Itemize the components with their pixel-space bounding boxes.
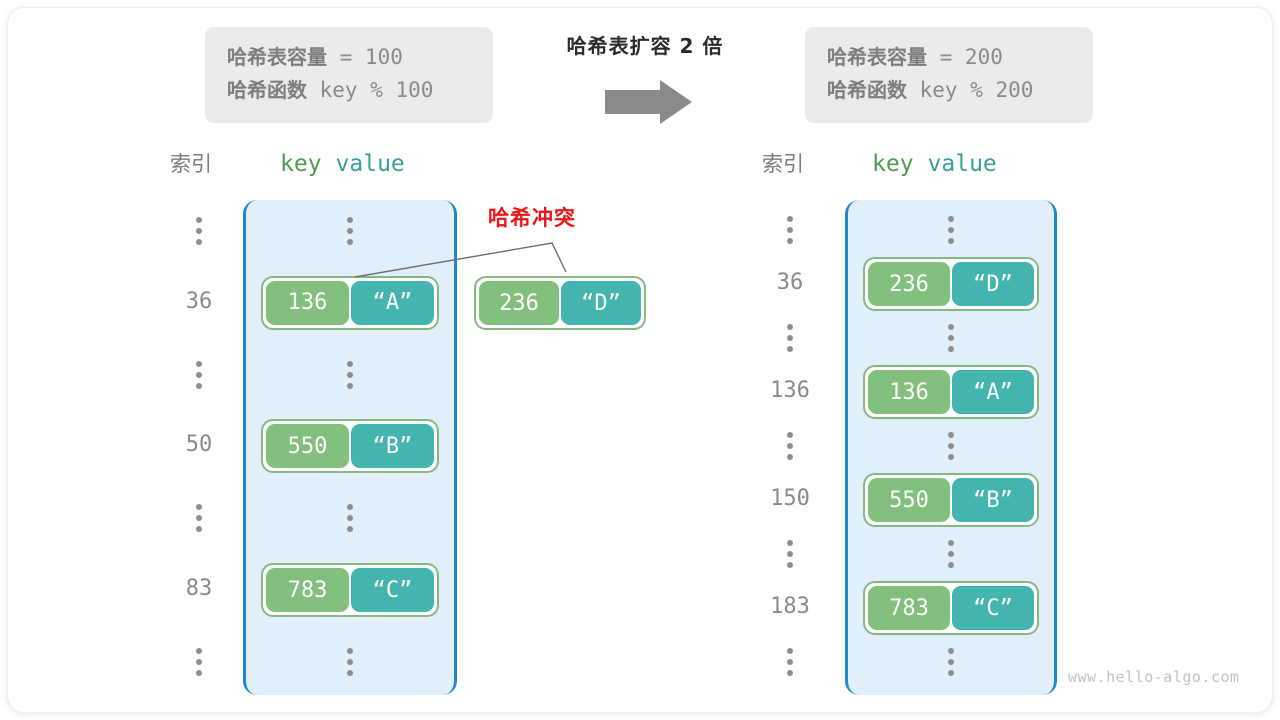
hash-entry: 783“C” xyxy=(261,563,439,617)
hash-entry: 783“C” xyxy=(863,581,1039,635)
index-label: 150 xyxy=(770,486,810,511)
right-arrow-icon xyxy=(520,78,770,126)
hash-entry-key: 783 xyxy=(868,586,950,630)
hash-entry-value: “D” xyxy=(952,262,1034,306)
hash-config-box-after: 哈希表容量 = 200 哈希函数 key % 200 xyxy=(805,27,1093,123)
hash-entry: 136“A” xyxy=(261,275,439,330)
bucket-ellipsis-icon xyxy=(347,217,353,245)
index-ellipsis-icon xyxy=(196,504,202,533)
column-header-left: 索引 key value xyxy=(170,148,405,178)
index-label: 83 xyxy=(185,576,213,601)
index-label: 136 xyxy=(770,378,810,403)
index-label: 36 xyxy=(185,288,213,314)
index-ellipsis-icon xyxy=(196,647,202,676)
hashfunc-value-after: key % 200 xyxy=(907,78,1034,102)
collision-label: 哈希冲突 xyxy=(488,206,576,230)
bucket-ellipsis-icon xyxy=(347,647,353,676)
expand-title: 哈希表扩容 2 倍 xyxy=(566,34,724,58)
hash-entry: 550“B” xyxy=(261,419,439,474)
index-label: 183 xyxy=(770,594,810,619)
bucket-ellipsis-icon xyxy=(948,540,954,568)
bucket-ellipsis-icon xyxy=(948,648,954,676)
collision-entry: 236 “D” xyxy=(474,276,646,330)
hash-entry-value: “B” xyxy=(351,424,434,469)
bucket-ellipsis-icon xyxy=(347,360,353,389)
index-ellipsis-icon xyxy=(787,324,793,352)
hash-entry-key: 136 xyxy=(266,280,349,325)
index-column-header-left: 索引 xyxy=(170,152,212,176)
hash-entry: 236“D” xyxy=(863,257,1039,311)
index-column-header-right: 索引 xyxy=(762,152,804,176)
index-ellipsis-icon xyxy=(787,648,793,676)
outer-frame xyxy=(8,8,1272,712)
hash-entry-value: “B” xyxy=(952,478,1034,522)
hash-entry-key: 136 xyxy=(868,370,950,414)
hash-entry-key: 550 xyxy=(266,424,349,469)
hash-entry-key: 550 xyxy=(868,478,950,522)
hash-entry-key: 236 xyxy=(868,262,950,306)
index-ellipsis-icon xyxy=(787,540,793,568)
bucket-ellipsis-icon xyxy=(948,324,954,352)
hash-entry: 136“A” xyxy=(863,365,1039,419)
watermark: www.hello-algo.com xyxy=(1068,668,1240,686)
collision-entry-value: “D” xyxy=(561,281,641,325)
bucket-ellipsis-icon xyxy=(948,432,954,460)
index-ellipsis-icon xyxy=(196,217,202,245)
capacity-line-after: 哈希表容量 = 200 xyxy=(827,41,1071,74)
index-ellipsis-icon xyxy=(196,360,202,389)
index-label: 50 xyxy=(185,432,213,458)
capacity-label-after: 哈希表容量 xyxy=(827,45,927,69)
hash-entry-value: “C” xyxy=(351,568,434,612)
hashfunc-line-before: 哈希函数 key % 100 xyxy=(227,74,471,107)
hashfunc-line-after: 哈希函数 key % 200 xyxy=(827,74,1071,107)
capacity-value-after: = 200 xyxy=(927,45,1003,69)
capacity-line-before: 哈希表容量 = 100 xyxy=(227,41,471,74)
hashfunc-label-before: 哈希函数 xyxy=(227,78,307,102)
bucket-ellipsis-icon xyxy=(948,216,954,244)
bucket-ellipsis-icon xyxy=(347,504,353,533)
hash-entry-value: “C” xyxy=(952,586,1034,630)
hash-entry-value: “A” xyxy=(952,370,1034,414)
hash-entry-value: “A” xyxy=(351,280,434,325)
capacity-value-before: = 100 xyxy=(327,45,403,69)
hash-entry-key: 783 xyxy=(266,568,349,612)
index-ellipsis-icon xyxy=(787,432,793,460)
index-label: 36 xyxy=(776,270,804,295)
key-column-header-left: key xyxy=(280,151,322,177)
key-column-header-right: key xyxy=(872,151,914,177)
collision-entry-key: 236 xyxy=(479,281,559,325)
value-column-header-left: value xyxy=(335,151,405,177)
hash-config-box-before: 哈希表容量 = 100 哈希函数 key % 100 xyxy=(205,27,493,123)
hash-entry: 550“B” xyxy=(863,473,1039,527)
index-ellipsis-icon xyxy=(787,216,793,244)
hashfunc-label-after: 哈希函数 xyxy=(827,78,907,102)
hashfunc-value-before: key % 100 xyxy=(307,78,434,102)
capacity-label-before: 哈希表容量 xyxy=(227,45,327,69)
column-header-right: 索引 key value xyxy=(762,148,997,178)
value-column-header-right: value xyxy=(927,151,997,177)
